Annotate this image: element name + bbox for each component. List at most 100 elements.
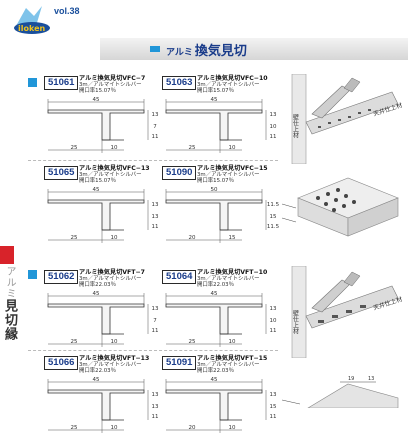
dim-left-label: 25 bbox=[189, 339, 196, 345]
separator bbox=[28, 160, 278, 161]
product-spec: 3m／アルマイトシルバー bbox=[79, 172, 142, 179]
dim-h2-label: 10 bbox=[270, 318, 277, 324]
dim-right-label: 10 bbox=[111, 145, 118, 151]
dim-h3-label: 11 bbox=[270, 328, 277, 334]
dim-h1-label: 13 bbox=[152, 392, 159, 398]
dim-width-label: 45 bbox=[211, 377, 218, 383]
dim-right-label: 15 bbox=[229, 235, 236, 241]
dim-width-label: 45 bbox=[93, 291, 100, 297]
product-ratio: 開口率15.07％ bbox=[79, 88, 116, 95]
dim-h1-label: 13 bbox=[152, 202, 159, 208]
dim-h1-label: 13 bbox=[270, 392, 277, 398]
profile-shape bbox=[47, 199, 145, 231]
product-name: アルミ換気見切VFC−10 bbox=[197, 75, 268, 82]
profile-shape bbox=[165, 389, 263, 421]
dim-left-label: 25 bbox=[189, 145, 196, 151]
dim-19: 19 bbox=[348, 376, 354, 382]
product-code: 51064 bbox=[162, 270, 197, 284]
product-code: 51090 bbox=[162, 166, 197, 180]
title-bar bbox=[100, 38, 408, 60]
product-code: 51062 bbox=[44, 270, 79, 284]
dim-left-label: 25 bbox=[71, 235, 78, 241]
dim-h3-label: 11 bbox=[270, 134, 277, 140]
dim-width-label: 45 bbox=[93, 97, 100, 103]
product-name: アルミ換気見切VFT−7 bbox=[79, 269, 145, 276]
illustration-label-wall: 壁仕上材 bbox=[292, 113, 299, 138]
dim-width-label: 45 bbox=[211, 97, 218, 103]
profile-shape bbox=[165, 199, 263, 231]
product-code: 51065 bbox=[44, 166, 79, 180]
product-code: 51091 bbox=[162, 356, 197, 370]
profile-shape bbox=[47, 389, 145, 421]
profile-shape bbox=[165, 303, 263, 335]
brand-logo: iloken bbox=[14, 6, 50, 34]
product-ratio: 開口率22.03％ bbox=[197, 282, 234, 289]
product-code: 51066 bbox=[44, 356, 79, 370]
dim-left-label: 25 bbox=[71, 339, 78, 345]
product-spec: 3m／アルマイトシルバー bbox=[79, 82, 142, 89]
product-name: アルミ換気見切VFT−13 bbox=[79, 355, 150, 362]
product-ratio: 開口率22.03％ bbox=[197, 368, 234, 375]
dim-right-label: 10 bbox=[229, 145, 236, 151]
dim-width-label: 45 bbox=[93, 187, 100, 193]
dim-h2-label: 13 bbox=[152, 214, 159, 220]
dim-right-label: 10 bbox=[111, 425, 118, 431]
profile-shape bbox=[47, 303, 145, 335]
product-name: アルミ換気見切VFC−13 bbox=[79, 165, 150, 172]
dim-h3-label: 11 bbox=[270, 414, 277, 420]
dim-h1-label: 13 bbox=[152, 306, 159, 312]
dim-h3-label: 11 bbox=[152, 328, 159, 334]
dim-left-label: 25 bbox=[71, 145, 78, 151]
side-tab-main: 見切縁 bbox=[2, 299, 17, 341]
profile-shape bbox=[47, 109, 145, 141]
dim-h2-label: 10 bbox=[270, 124, 277, 130]
row-marker-1 bbox=[28, 78, 37, 87]
dim-h3-label: 11 bbox=[152, 414, 159, 420]
product-spec: 3m／アルマイトシルバー bbox=[197, 276, 260, 283]
product-spec: 3m／アルマイトシルバー bbox=[197, 172, 260, 179]
dim-h3-label: 11 bbox=[152, 224, 159, 230]
product-ratio: 開口率15.07％ bbox=[197, 178, 234, 185]
product-spec: 3m／アルマイトシルバー bbox=[197, 362, 260, 369]
dim-h3-label: 11 bbox=[152, 134, 159, 140]
volume-label: vol.38 bbox=[54, 6, 80, 16]
separator bbox=[28, 350, 278, 351]
product-spec: 3m／アルマイトシルバー bbox=[79, 362, 142, 369]
dim-h2-label: 13 bbox=[152, 404, 159, 410]
dim-13: 13 bbox=[368, 376, 374, 382]
dim-h2-label: 15 bbox=[270, 404, 277, 410]
product-spec: 3m／アルマイトシルバー bbox=[79, 276, 142, 283]
dim-width-label: 50 bbox=[211, 187, 218, 193]
product-ratio: 開口率22.03％ bbox=[79, 368, 116, 375]
dim-right-label: 10 bbox=[111, 339, 118, 345]
product-ratio: 開口率22.03％ bbox=[79, 282, 116, 289]
product-code: 51061 bbox=[44, 76, 79, 90]
dim-h1-label: 13 bbox=[152, 112, 159, 118]
dim-left-label: 25 bbox=[71, 425, 78, 431]
product-name: アルミ換気見切VFT−10 bbox=[197, 269, 268, 276]
dim-h1-label: 11.5 bbox=[267, 202, 280, 208]
product-name: アルミ換気見切VFC−15 bbox=[197, 165, 268, 172]
svg-text:iloken: iloken bbox=[18, 24, 46, 33]
illustration-vft-15: 19 13 bbox=[281, 376, 399, 408]
dim-right-label: 10 bbox=[229, 425, 236, 431]
product-ratio: 開口率15.07％ bbox=[79, 178, 116, 185]
